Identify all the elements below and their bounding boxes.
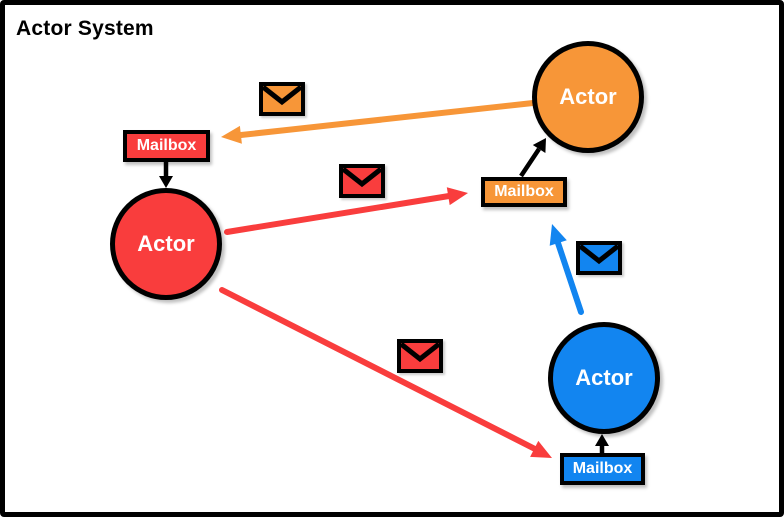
diagram-title: Actor System xyxy=(16,17,154,40)
envelope-icon xyxy=(576,241,622,280)
arrowhead xyxy=(530,440,552,458)
arrow-line xyxy=(555,240,584,315)
envelope-flap xyxy=(399,342,441,363)
actor-label: Actor xyxy=(137,231,195,256)
arrowhead xyxy=(221,125,242,144)
arrowhead xyxy=(532,138,546,153)
mailbox-node-red: Mailbox xyxy=(123,130,210,162)
actor-label: Actor xyxy=(575,365,633,390)
arrow-line xyxy=(519,147,541,178)
arrow-line xyxy=(238,100,536,138)
actor-node-red: Actor xyxy=(110,188,222,300)
arrow-line xyxy=(219,287,538,452)
delivery-arrow-blue xyxy=(595,434,609,453)
arrow-line xyxy=(224,193,452,235)
message-arrow-red-1 xyxy=(224,187,468,235)
arrowhead xyxy=(159,176,173,188)
mailbox-node-orange: Mailbox xyxy=(481,177,567,207)
delivery-arrow-red xyxy=(159,162,173,188)
envelope-icon xyxy=(339,164,385,203)
actor-node-orange: Actor xyxy=(532,41,644,153)
envelope-icon xyxy=(259,82,305,121)
arrowhead xyxy=(446,187,468,206)
mailbox-label: Mailbox xyxy=(494,183,554,200)
actor-node-blue: Actor xyxy=(548,322,660,434)
message-arrow-red-2 xyxy=(219,287,552,458)
mailbox-label: Mailbox xyxy=(572,460,633,477)
mailbox-node-blue: Mailbox xyxy=(560,453,645,485)
arrowhead xyxy=(549,224,567,246)
message-arrow-orange xyxy=(221,100,536,144)
envelope-flap xyxy=(578,244,620,265)
message-arrow-blue xyxy=(549,224,584,315)
envelope-flap xyxy=(261,85,303,106)
delivery-arrow-orange xyxy=(519,138,546,178)
envelope-icon xyxy=(397,339,443,378)
actor-label: Actor xyxy=(559,84,617,109)
envelope-flap xyxy=(341,167,383,188)
arrowhead xyxy=(595,434,609,446)
mailbox-label: Mailbox xyxy=(136,137,197,154)
